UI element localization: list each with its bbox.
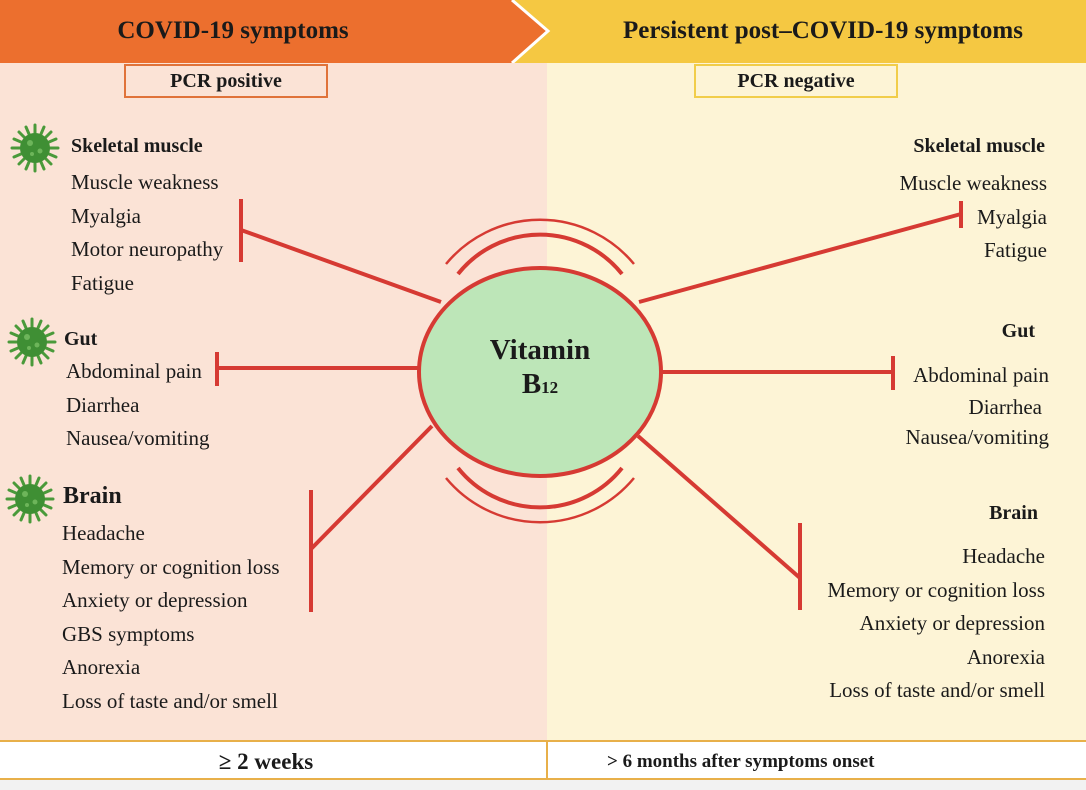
pcr-negative-box: PCR negative	[694, 64, 898, 98]
bottom-strip	[0, 780, 1086, 790]
left-header-title: COVID-19 symptoms	[117, 17, 349, 44]
right-brain-item: Loss of taste and/or smell	[829, 678, 1045, 702]
arc-bottom-inner	[456, 466, 624, 510]
footer-right-label: > 6 months after symptoms onset	[607, 751, 875, 772]
left-skeletal-item: Fatigue	[71, 271, 134, 295]
right-gut-title: Gut	[1001, 320, 1035, 342]
right-brain-item: Anxiety or depression	[859, 611, 1045, 635]
arc-bottom-outer	[445, 477, 635, 524]
virus-icon	[5, 474, 55, 524]
vitamin-subscript: 12	[541, 378, 559, 397]
left-skeletal-item: Muscle weakness	[71, 170, 219, 194]
brain-left-connector	[309, 424, 434, 551]
right-brain-item: Headache	[962, 544, 1045, 568]
vitamin-label: Vitamin B12	[440, 333, 640, 405]
skeletal-right-connector	[638, 212, 962, 304]
right-brain-title: Brain	[989, 502, 1038, 524]
right-header-arrow	[510, 0, 1086, 63]
brain-right-connector	[636, 434, 802, 580]
left-skeletal-item: Myalgia	[71, 204, 141, 228]
left-header-arrow	[0, 0, 548, 63]
virus-icon	[7, 317, 57, 367]
footer-left-label: ≥ 2 weeks	[218, 749, 314, 774]
left-brain-item: Anorexia	[62, 655, 141, 679]
right-gut-item: Abdominal pain	[913, 363, 1049, 387]
arc-top-outer	[445, 218, 635, 265]
vitamin-b: B	[521, 368, 542, 400]
right-gut-item: Nausea/vomiting	[905, 425, 1049, 449]
right-skeletal-item: Myalgia	[977, 205, 1047, 229]
virus-icon	[10, 123, 60, 173]
left-gut-title: Gut	[64, 328, 98, 350]
left-brain-item: Memory or cognition loss	[62, 555, 280, 579]
left-brain-item: Loss of taste and/or smell	[62, 689, 278, 713]
right-skeletal-title: Skeletal muscle	[913, 135, 1045, 157]
left-skeletal-title: Skeletal muscle	[71, 135, 203, 157]
skeletal-left-connector	[240, 228, 442, 304]
right-gut-item: Diarrhea	[968, 395, 1042, 419]
right-skeletal-item: Muscle weakness	[899, 171, 1047, 195]
vitamin-line2: B12	[440, 367, 640, 405]
vitamin-line1: Vitamin	[489, 334, 591, 366]
vitamin-circle	[417, 266, 663, 478]
left-brain-title: Brain	[63, 483, 122, 509]
arc-top-inner	[456, 232, 624, 276]
left-skeletal-item: Motor neuropathy	[71, 237, 224, 261]
left-gut-item: Diarrhea	[66, 393, 140, 417]
left-brain-item: Headache	[62, 521, 145, 545]
right-header-title: Persistent post–COVID-19 symptoms	[623, 17, 1023, 44]
right-brain-item: Memory or cognition loss	[827, 578, 1045, 602]
right-brain-item: Anorexia	[966, 645, 1045, 669]
pcr-positive-box: PCR positive	[124, 64, 328, 98]
left-gut-item: Nausea/vomiting	[66, 426, 210, 450]
footer-divider	[546, 740, 548, 780]
left-brain-item: GBS symptoms	[62, 622, 195, 646]
left-brain-item: Anxiety or depression	[62, 588, 248, 612]
right-skeletal-item: Fatigue	[984, 238, 1047, 262]
header-arrow-edge	[511, 0, 551, 63]
header-banner	[0, 0, 1086, 63]
duration-footer	[0, 740, 1086, 780]
left-gut-item: Abdominal pain	[66, 359, 202, 383]
